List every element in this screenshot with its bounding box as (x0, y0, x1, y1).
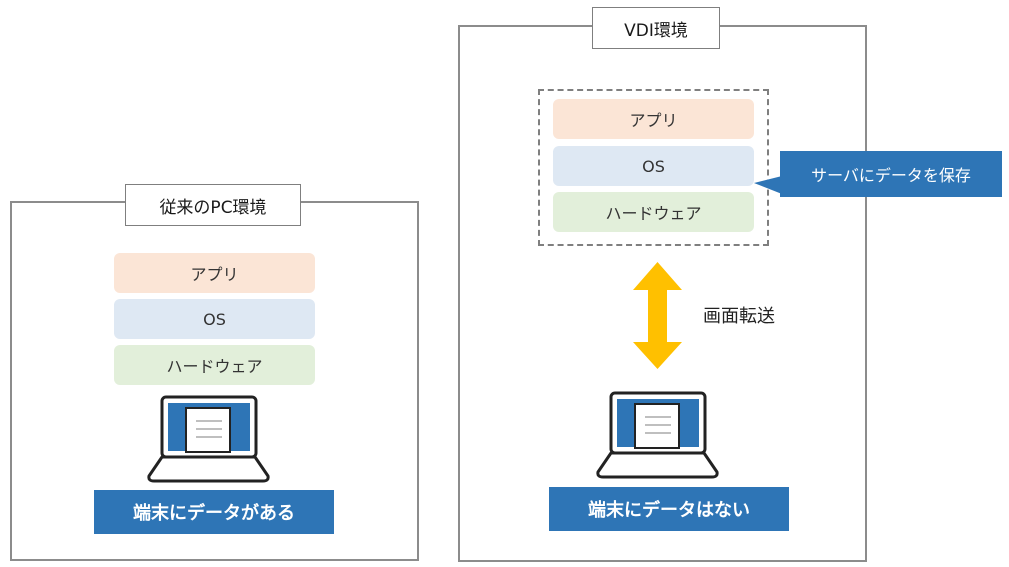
vdi-hardware-layer: ハードウェア (553, 192, 754, 232)
callout-pointer (754, 176, 782, 194)
legacy-laptop-icon (147, 395, 270, 483)
vdi-app-layer: アプリ (553, 99, 754, 139)
legacy-os-layer: OS (114, 299, 315, 339)
legacy-pc-title: 従来のPC環境 (125, 184, 301, 226)
legacy-hardware-layer: ハードウェア (114, 345, 315, 385)
legacy-app-layer: アプリ (114, 253, 315, 293)
vdi-os-layer: OS (553, 146, 754, 186)
server-storage-callout: サーバにデータを保存 (780, 151, 1002, 197)
vdi-laptop-icon (596, 391, 719, 479)
double-arrow-icon (633, 262, 682, 369)
server-dashed-box (538, 89, 769, 246)
legacy-data-badge: 端末にデータがある (94, 490, 334, 534)
screen-transfer-label: 画面転送 (703, 306, 775, 327)
vdi-title: VDI環境 (592, 7, 720, 49)
vdi-data-badge: 端末にデータはない (549, 487, 789, 531)
